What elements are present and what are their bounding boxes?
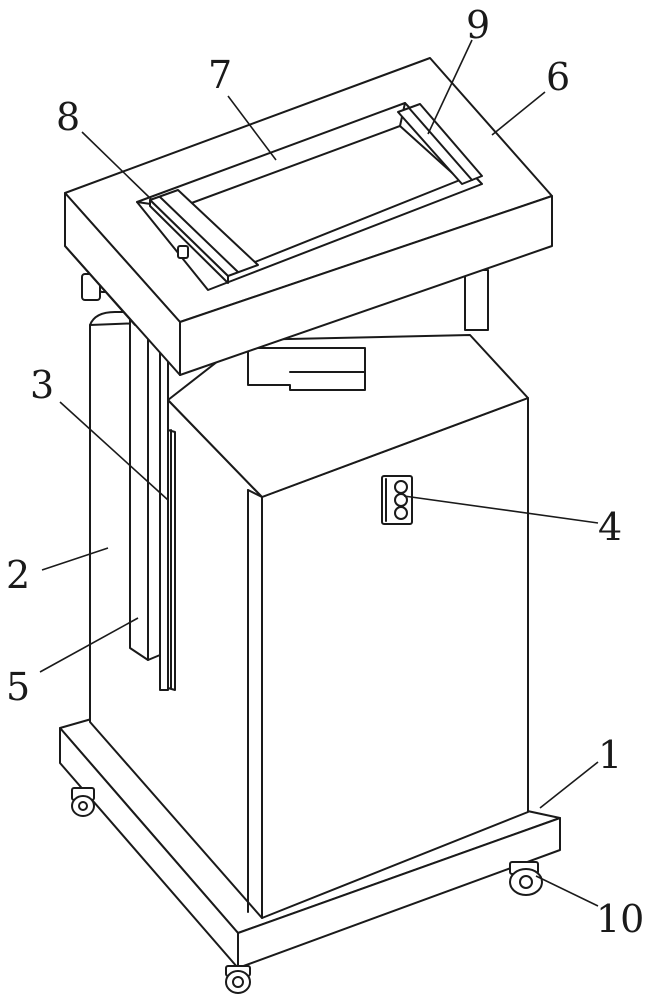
callout-2: 2 — [6, 553, 30, 597]
leader-8 — [81, 131, 153, 201]
callout-numbers: 1 2 3 4 5 6 7 8 9 10 — [6, 3, 644, 941]
control-switch-box — [381, 475, 413, 525]
caster-wheel-front-left — [225, 965, 251, 994]
caster-wheel-back-left — [71, 787, 95, 817]
callout-9: 9 — [466, 3, 490, 47]
caster-wheels — [71, 787, 543, 994]
leader-5 — [39, 617, 139, 673]
clamp-block-right — [397, 103, 483, 185]
callout-3: 3 — [30, 363, 54, 407]
callout-8: 8 — [56, 95, 80, 139]
callout-5: 5 — [6, 665, 30, 709]
leader-lines — [39, 39, 599, 907]
leader-1 — [539, 761, 599, 809]
lift-column — [129, 319, 169, 691]
leader-9 — [427, 39, 473, 135]
leader-6 — [491, 91, 546, 136]
caster-wheel-front-right — [509, 861, 543, 896]
slide-rail — [167, 429, 176, 691]
callout-6: 6 — [546, 55, 570, 99]
callout-1: 1 — [598, 733, 622, 777]
leader-10 — [535, 875, 599, 907]
clamp-block-left — [149, 189, 259, 284]
callout-7: 7 — [208, 53, 232, 97]
tray-support-block — [247, 269, 489, 391]
callout-4: 4 — [598, 505, 622, 549]
leader-2 — [41, 547, 109, 571]
callout-10: 10 — [596, 897, 644, 941]
leader-4 — [403, 495, 599, 524]
leader-7 — [227, 95, 277, 161]
leader-3 — [59, 401, 169, 501]
